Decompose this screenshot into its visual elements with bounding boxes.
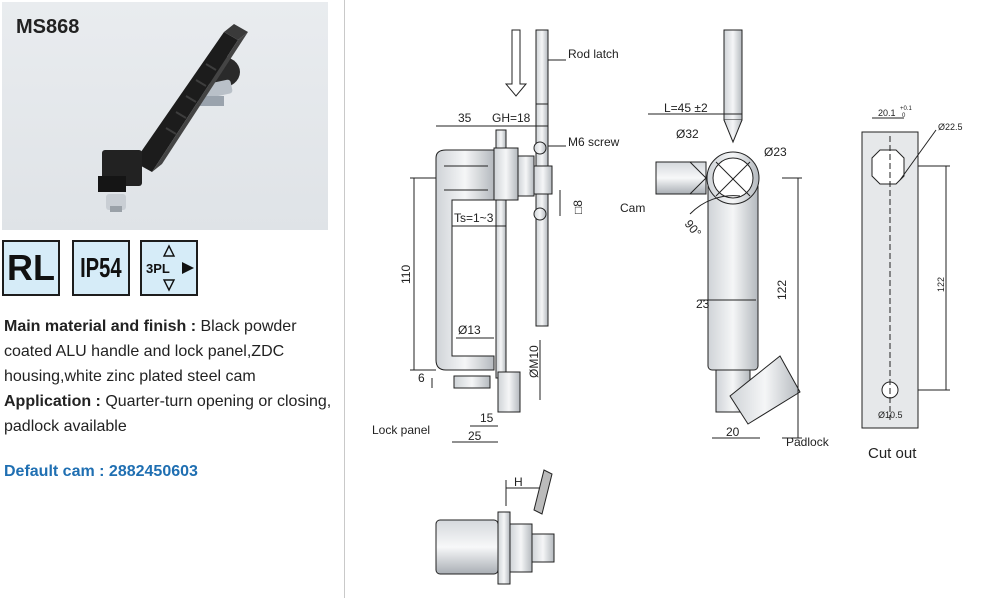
padlock-label: Padlock [786,435,830,449]
dim-cutout-width: 20.1 [878,108,896,118]
application-text: Quarter-turn opening or closing, padlock… [4,393,332,435]
ip54-badge: IP54 [72,240,130,296]
technical-drawing-svg: Rod latch M6 screw Lock panel 35 GH=18 T… [372,29,963,585]
dim-h: H [514,475,523,489]
dim-23: 23 [696,297,710,311]
dim-110: 110 [399,265,413,284]
default-cam: Default cam : 2882450603 [4,463,198,481]
front-view [648,29,802,439]
dim-15: 15 [480,411,494,425]
application-label: Application : [4,393,101,410]
rl-badge-label: RL [7,247,55,288]
dim-ts: Ts=1~3 [454,211,494,225]
dim-l45: L=45 ±2 [664,101,708,115]
cutout-label: Cut out [868,445,917,462]
material-label: Main material and finish : [4,318,197,335]
dim-m10: ØM10 [527,345,541,378]
bottom-detail-view [435,469,555,585]
handle-photo-illustration [98,24,248,212]
dim-gh: GH=18 [492,111,531,125]
cam-label: Cam [620,201,645,215]
default-cam-value: 2882450603 [108,463,198,480]
ip54-badge-label: IP54 [80,252,122,283]
dim-122: 122 [775,280,789,300]
default-cam-label: Default cam : [4,463,105,480]
rod-latch-label: Rod latch [568,47,619,61]
rl-badge: RL [2,240,60,296]
dim-d23c: Ø23 [764,145,787,159]
section-divider [344,0,345,598]
dim-cutout-122: 122 [936,277,946,292]
model-name: MS868 [16,16,80,38]
dim-35: 35 [458,111,472,125]
m6-screw-label: M6 screw [568,135,620,149]
dim-cutout-d225: Ø22.5 [938,122,963,132]
dim-cutout-tol: +0.1 [900,106,913,112]
side-view [410,29,566,443]
product-photo: MS868 [2,2,328,230]
dim-sq8: □8 [571,200,585,214]
dim-6: 6 [418,371,425,385]
dim-cutout-d105: Ø10.5 [878,410,903,420]
dim-d32: Ø32 [676,127,699,141]
dim-25: 25 [468,429,482,443]
dim-20: 20 [726,425,740,439]
product-description: Main material and finish : Black powder … [4,314,334,439]
padlock-position-icon: 3PL [146,244,194,292]
padlock-badge-label: 3PL [146,261,170,276]
cutout-view [861,117,950,429]
lock-panel-label: Lock panel [372,423,430,437]
padlock-badge: 3PL [140,240,198,296]
technical-drawing: Rod latch M6 screw Lock panel 35 GH=18 T… [346,0,988,598]
material-text: Black powder coated ALU handle and lock … [4,318,297,385]
cutout-labels: 20.1 +0.1 0 Ø22.5 122 Ø10.5 Cut out [868,106,963,462]
dim-cutout-tol-lower: 0 [902,113,906,119]
dim-90deg: 90° [682,217,705,240]
side-view-labels: Rod latch M6 screw Lock panel 35 GH=18 T… [372,47,620,443]
dim-d13: Ø13 [458,323,481,337]
product-info-panel: MS868 RL IP54 3PL Main material and fini… [0,0,340,598]
front-view-labels: L=45 ±2 Ø32 Ø23 Cam 90° 23 122 20 Padloc… [620,101,830,449]
